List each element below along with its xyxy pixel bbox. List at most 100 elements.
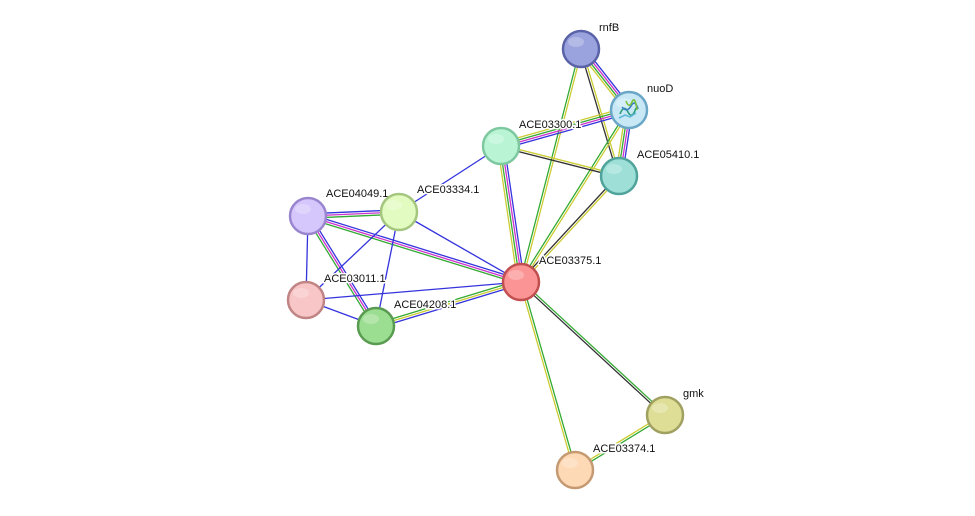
node-highlight bbox=[386, 200, 402, 210]
edge-ace03334-1-ace03375-1[interactable] bbox=[398, 211, 522, 283]
node-ace05410-1[interactable]: ACE05410.1 bbox=[599, 148, 701, 196]
node-ace03300-1[interactable]: ACE03300.1 bbox=[481, 118, 583, 166]
edge-ace03300-1-ace05410-1[interactable] bbox=[500, 144, 620, 178]
node-ace03011-1[interactable]: ACE03011.1 bbox=[286, 272, 387, 320]
edge-evidence-line bbox=[521, 280, 667, 415]
edge-ace03375-1-gmk[interactable] bbox=[519, 280, 667, 417]
edge-ace03334-1-ace03011-1[interactable] bbox=[305, 211, 400, 301]
node-gmk[interactable]: gmk bbox=[645, 387, 706, 435]
node-label: ACE03334.1 bbox=[417, 184, 479, 196]
edge-evidence-line bbox=[519, 109, 629, 282]
edge-evidence-line bbox=[501, 145, 523, 282]
edge-evidence-line bbox=[521, 110, 631, 283]
protein-structure-icon bbox=[618, 99, 639, 119]
node-circle[interactable] bbox=[645, 395, 685, 435]
edge-ace03375-1-ace03011-1[interactable] bbox=[305, 281, 522, 301]
node-circle[interactable] bbox=[555, 450, 595, 490]
edge-evidence-line bbox=[376, 283, 522, 329]
node-rnfb[interactable]: rnfB bbox=[561, 21, 621, 69]
edge-evidence-line bbox=[521, 176, 621, 284]
node-label: ACE03375.1 bbox=[539, 255, 601, 267]
edge-ace03300-1-ace03375-1[interactable] bbox=[497, 145, 525, 283]
edge-ace03300-1-ace03334-1[interactable] bbox=[398, 145, 502, 213]
node-label: ACE04208.1 bbox=[394, 299, 456, 311]
node-circle[interactable] bbox=[288, 196, 328, 236]
node-highlight bbox=[562, 458, 578, 468]
edge-evidence-line bbox=[375, 211, 400, 327]
node-label: ACE05410.1 bbox=[637, 149, 699, 161]
edge-evidence-line bbox=[500, 108, 629, 146]
node-circle[interactable] bbox=[481, 126, 521, 166]
edge-evidence-line bbox=[497, 146, 519, 283]
edge-ace05410-1-ace03375-1[interactable] bbox=[519, 174, 621, 284]
node-ace03374-1[interactable]: ACE03374.1 bbox=[555, 442, 657, 490]
node-highlight bbox=[616, 98, 632, 108]
edge-evidence-line bbox=[305, 211, 400, 301]
node-label: ACE03011.1 bbox=[324, 273, 386, 285]
edge-ace03334-1-ace04208-1[interactable] bbox=[375, 211, 400, 327]
node-highlight bbox=[295, 204, 311, 214]
edge-ace03375-1-ace04208-1[interactable] bbox=[375, 279, 522, 329]
node-label: rnfB bbox=[599, 22, 619, 34]
node-nuod[interactable]: nuoD bbox=[609, 82, 675, 130]
edge-evidence-line bbox=[309, 214, 379, 326]
node-circle[interactable] bbox=[501, 262, 541, 302]
edge-evidence-line bbox=[503, 145, 525, 282]
edge-ace03375-1-ace03374-1[interactable] bbox=[519, 281, 577, 471]
node-label: ACE04049.1 bbox=[326, 188, 388, 200]
node-circle[interactable] bbox=[561, 29, 601, 69]
edge-evidence-line bbox=[499, 106, 629, 144]
node-highlight bbox=[508, 270, 524, 280]
edge-nuod-ace03375-1[interactable] bbox=[519, 109, 631, 283]
edge-evidence-line bbox=[307, 215, 522, 283]
edges-layer bbox=[305, 46, 667, 472]
edge-evidence-line bbox=[398, 211, 522, 283]
node-label: ACE03374.1 bbox=[593, 443, 655, 455]
edge-evidence-line bbox=[398, 145, 502, 213]
node-circle[interactable] bbox=[286, 280, 326, 320]
edge-evidence-line bbox=[305, 216, 375, 328]
node-highlight bbox=[606, 164, 622, 174]
edge-evidence-line bbox=[519, 282, 665, 417]
edge-evidence-line bbox=[581, 48, 621, 176]
edge-evidence-line bbox=[375, 279, 521, 325]
node-ace04208-1[interactable]: ACE04208.1 bbox=[356, 298, 458, 346]
node-highlight bbox=[488, 134, 504, 144]
edge-rnfb-ace05410-1[interactable] bbox=[579, 48, 621, 177]
node-label: ACE03300.1 bbox=[519, 119, 581, 131]
node-circle[interactable] bbox=[356, 306, 396, 346]
edge-evidence-line bbox=[500, 146, 619, 178]
edge-evidence-line bbox=[307, 217, 521, 285]
node-label: gmk bbox=[683, 388, 704, 400]
node-ace03375-1[interactable]: ACE03375.1 bbox=[501, 254, 603, 302]
edge-ace04049-1-ace04208-1[interactable] bbox=[305, 214, 379, 328]
edge-evidence-line bbox=[501, 110, 630, 148]
edge-rnfb-ace03375-1[interactable] bbox=[519, 48, 583, 283]
edge-ace04049-1-ace03375-1[interactable] bbox=[307, 213, 522, 285]
node-label: nuoD bbox=[647, 83, 673, 95]
node-ace04049-1[interactable]: ACE04049.1 bbox=[288, 187, 390, 236]
node-circle[interactable] bbox=[599, 156, 639, 196]
edge-evidence-line bbox=[521, 281, 577, 470]
edge-evidence-line bbox=[519, 48, 581, 282]
edge-evidence-line bbox=[501, 144, 620, 176]
edge-evidence-line bbox=[501, 112, 631, 150]
edge-evidence-line bbox=[521, 49, 583, 283]
edge-evidence-line bbox=[375, 281, 522, 327]
edge-evidence-line bbox=[519, 282, 575, 471]
edge-evidence-line bbox=[579, 49, 619, 177]
edge-evidence-line bbox=[308, 213, 522, 281]
edge-evidence-line bbox=[305, 281, 522, 301]
node-ace03334-1[interactable]: ACE03334.1 bbox=[379, 183, 481, 232]
node-circle[interactable] bbox=[379, 192, 419, 232]
node-highlight bbox=[293, 288, 309, 298]
node-highlight bbox=[568, 37, 584, 47]
edge-evidence-line bbox=[499, 146, 521, 283]
node-highlight bbox=[363, 314, 379, 324]
edge-evidence-line bbox=[307, 215, 377, 327]
node-circle[interactable] bbox=[609, 90, 649, 130]
edge-nuod-ace03300-1[interactable] bbox=[499, 106, 631, 150]
node-highlight bbox=[652, 403, 668, 413]
